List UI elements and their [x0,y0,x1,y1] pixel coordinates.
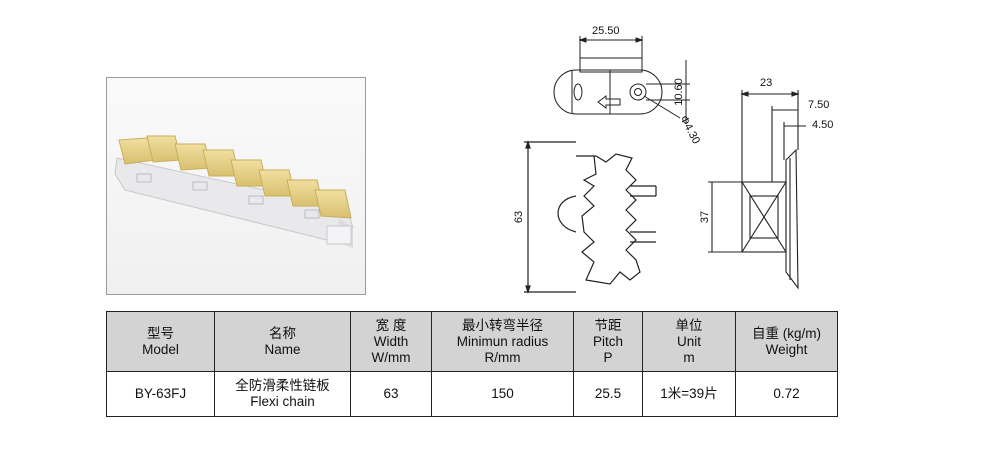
header-width: 宽 度 Width W/mm [350,311,432,372]
table-row: BY-63FJ 全防滑柔性链板 Flexi chain 63 150 25.5 … [106,371,838,417]
flexi-chain-illustration [114,135,354,248]
front-view-pin [557,195,577,233]
dim-side-a: 7.50 [808,99,829,111]
header-weight: 自重 (kg/m) Weight [735,311,838,372]
dim-top-width: 25.50 [592,25,620,37]
spec-table: 型号 Model 名称 Name 宽 度 Width W/mm 最小转弯半径 M… [106,311,838,417]
header-model: 型号 Model [106,311,215,372]
dim-pin-height: 10.60 [673,78,685,106]
product-photo [106,77,366,295]
top-view-link [553,69,663,115]
header-radius: 最小转弯半径 Minimun radius R/mm [431,311,574,372]
dim-link-width: 63 [513,211,525,223]
cell-radius: 150 [431,371,574,417]
dim-body-height: 37 [699,211,711,223]
top-view-tab [579,57,643,73]
side-view-plate [785,148,799,290]
header-unit: 单位 Unit m [642,311,736,372]
cell-pitch: 25.5 [573,371,643,417]
cell-model: BY-63FJ [106,371,215,417]
table-header-row: 型号 Model 名称 Name 宽 度 Width W/mm 最小转弯半径 M… [106,311,838,372]
cell-name: 全防滑柔性链板 Flexi chain [214,371,351,417]
technical-drawing: 25.50 10.60 Φ4.30 63 [513,25,833,294]
front-view-link [576,153,641,285]
header-pitch: 节距 Pitch P [573,311,643,372]
dim-side-total: 23 [760,77,772,89]
dim-side-b: 4.50 [812,119,833,131]
cell-width: 63 [350,371,432,417]
direction-arrow-icon [597,95,621,109]
header-name: 名称 Name [214,311,351,372]
cell-unit: 1米=39片 [642,371,736,417]
hole-circle [629,83,647,101]
cell-weight: 0.72 [735,371,838,417]
dim-hole-diameter: Φ4.30 [677,114,702,146]
